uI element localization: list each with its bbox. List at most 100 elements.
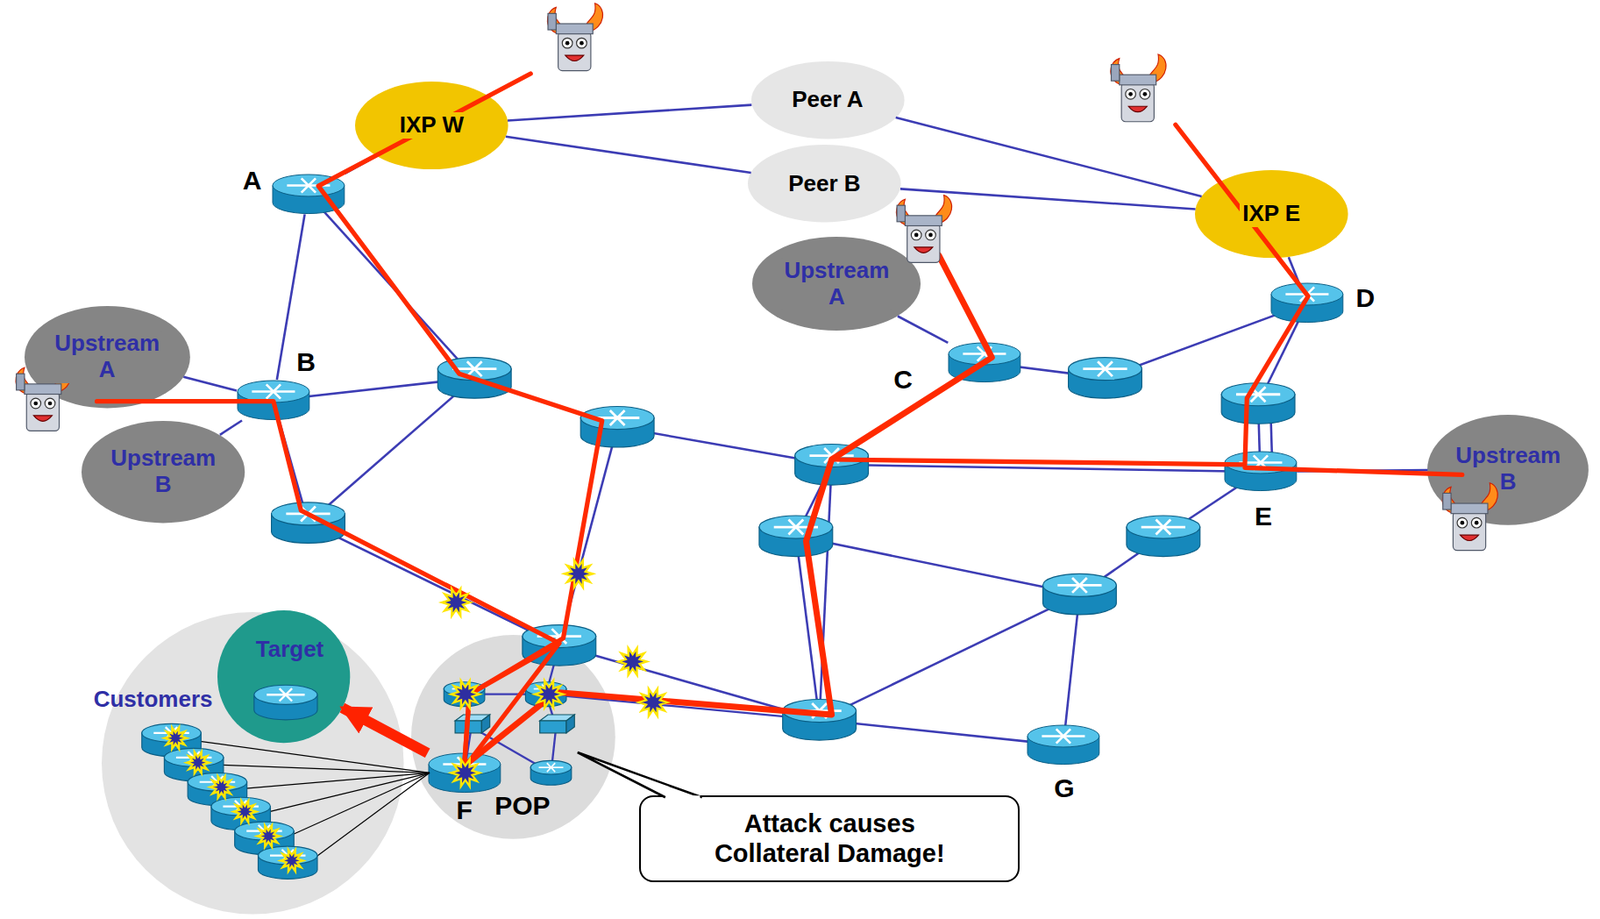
target-router — [254, 684, 318, 720]
attacker-icon — [896, 195, 952, 264]
callout-box: Attack causes Collateral Damage! — [639, 795, 1020, 882]
network-link — [507, 105, 752, 121]
collision-star — [534, 680, 564, 708]
collision-star — [256, 824, 280, 847]
router-arrow — [610, 410, 626, 426]
router-icon — [1223, 450, 1298, 492]
node-label: IXP W — [397, 112, 467, 139]
attacker-icon — [1442, 483, 1498, 551]
router-letter: F — [455, 795, 472, 826]
router-arrow — [788, 519, 804, 535]
collision-star — [639, 689, 669, 717]
router-node: G — [1026, 724, 1101, 766]
router-top — [1043, 573, 1117, 597]
router-top — [759, 515, 833, 539]
router-arrow — [1097, 361, 1113, 377]
attack-path — [1244, 467, 1463, 475]
collision-star — [564, 560, 594, 588]
router-arrow — [300, 177, 315, 192]
router-arrow — [610, 410, 626, 426]
router — [1043, 573, 1117, 615]
node-label: Peer A — [791, 86, 863, 114]
router-icon — [1270, 282, 1344, 324]
customer-link — [213, 764, 430, 773]
switch-icon — [540, 714, 576, 733]
node-label: Attack causes Collateral Damage! — [693, 809, 966, 868]
upstream-ellipse: Upstream B — [81, 420, 245, 523]
router-arrow — [467, 361, 483, 377]
router-letter: C — [893, 364, 913, 396]
network-link — [1063, 594, 1081, 746]
collision-star — [441, 588, 471, 616]
node-label: Upstream B — [1455, 442, 1561, 496]
attack-path — [97, 401, 560, 767]
attack-path — [832, 124, 1309, 465]
collision-star — [450, 680, 480, 708]
attack-path — [464, 255, 993, 766]
router-arrow — [1155, 519, 1171, 535]
network-link — [220, 420, 242, 435]
pop-router — [530, 760, 572, 785]
network-link — [183, 376, 237, 392]
network-link — [819, 594, 1081, 720]
collision-star — [280, 849, 304, 871]
router-letter: A — [242, 165, 263, 197]
router — [1126, 515, 1201, 557]
router-arrow — [788, 519, 804, 535]
pop-link — [546, 694, 820, 720]
node-label: IXP E — [1239, 200, 1303, 228]
router-node: E — [1223, 450, 1298, 492]
switch-icon — [455, 714, 491, 733]
network-link — [505, 136, 752, 173]
collision-star — [210, 775, 234, 797]
router — [580, 405, 655, 448]
collision-star — [618, 647, 648, 676]
attacker-icon — [547, 3, 603, 72]
upstream-ellipse: Upstream A — [752, 236, 921, 331]
attacker-icon — [15, 363, 72, 432]
network-link — [897, 315, 948, 342]
router-arrow — [266, 384, 281, 399]
network-link — [896, 117, 1202, 197]
node-label: Upstream A — [51, 330, 163, 384]
collision-star — [450, 759, 480, 787]
router — [271, 502, 346, 544]
router-arrow — [1072, 577, 1088, 593]
customer-link — [192, 739, 430, 773]
router-arrow — [467, 361, 483, 377]
customer-link — [261, 772, 430, 814]
callout-tail — [577, 752, 703, 797]
router-arrow — [1155, 519, 1171, 535]
node-label: Target — [256, 636, 325, 663]
node-fill — [752, 236, 921, 331]
network-link — [307, 522, 559, 646]
target-circle: Target — [217, 610, 350, 743]
router — [1221, 383, 1295, 425]
router-arrow — [1056, 729, 1071, 744]
node-fill — [24, 305, 191, 408]
peer-ellipse: Peer B — [747, 144, 902, 222]
network-link — [796, 535, 1081, 594]
router-arrow — [1072, 577, 1088, 593]
network-link — [307, 377, 475, 523]
node-outline — [217, 610, 350, 743]
router-top — [530, 760, 572, 775]
customer-router — [257, 846, 318, 879]
node-label: POP — [494, 790, 550, 822]
router-arrow — [300, 177, 315, 192]
router — [759, 515, 833, 557]
customer-link — [307, 772, 430, 862]
router-arrow — [547, 762, 555, 772]
node-label: Upstream B — [110, 445, 216, 498]
collision-star — [186, 751, 210, 773]
peer-ellipse: Peer A — [751, 61, 905, 139]
node-label: Upstream A — [781, 257, 892, 311]
node-fill — [751, 61, 905, 139]
router-arrow — [266, 384, 281, 399]
router-arrow — [279, 688, 292, 701]
node-fill — [81, 420, 245, 523]
node-fill — [747, 144, 902, 222]
customer-link — [284, 772, 430, 838]
